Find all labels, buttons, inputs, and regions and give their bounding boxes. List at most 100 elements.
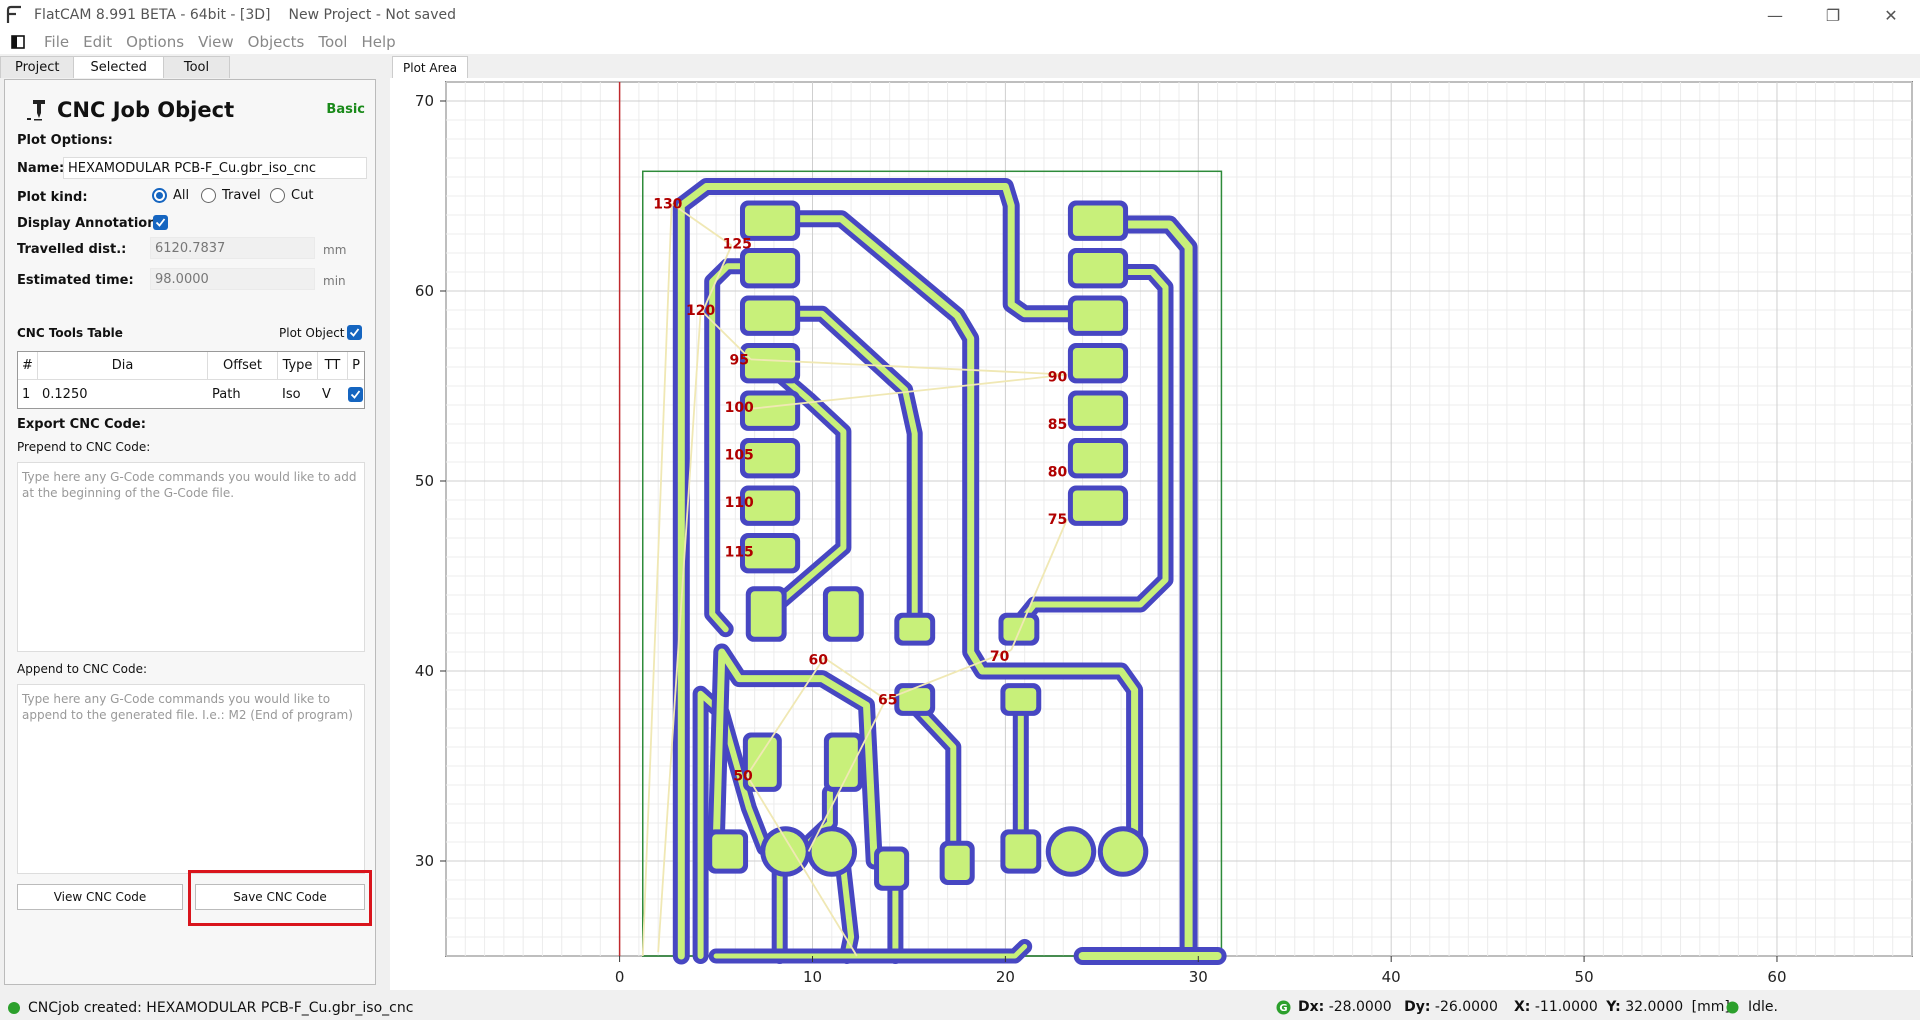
cell-dia: 0.1250 [42, 386, 88, 402]
major-grid [446, 82, 1912, 956]
x-tick-label: 50 [1575, 968, 1594, 986]
radio-unchecked-icon [201, 188, 216, 203]
tab-project[interactable]: Project [0, 56, 75, 78]
highlight-box [188, 870, 372, 926]
pad-copper [744, 395, 796, 426]
travel-move [746, 657, 825, 776]
col-header-p[interactable]: P [348, 352, 364, 380]
tab-tool[interactable]: Tool [162, 56, 231, 78]
pad-copper [712, 834, 744, 869]
travel-move [1010, 518, 1068, 651]
export-label: Export CNC Code: [17, 417, 146, 432]
check-icon [350, 390, 361, 399]
round-pad-copper [765, 831, 806, 872]
menu-options[interactable]: Options [126, 33, 185, 51]
round-pad-copper [811, 831, 853, 872]
x-value: -11.0000 [1534, 999, 1598, 1015]
path-annotation: 60 [809, 653, 829, 669]
panel-toggle-icon[interactable] [6, 30, 30, 54]
path-annotation: 100 [725, 400, 754, 416]
pad-copper [750, 591, 782, 637]
pad-copper [744, 205, 796, 236]
prepend-textarea[interactable]: Type here any G-Code commands you would … [17, 462, 365, 652]
x-tick-label: 60 [1767, 968, 1786, 986]
pad-copper [899, 688, 931, 711]
estimated-field: 98.0000 [150, 268, 315, 290]
cnc-tools-table: # Dia Offset Type TT P 1 0.1250 Path Iso… [17, 351, 365, 409]
check-icon [155, 218, 166, 227]
name-field[interactable]: HEXAMODULAR PCB-F_Cu.gbr_iso_cnc [63, 157, 367, 179]
menu-tool[interactable]: Tool [318, 33, 348, 51]
pad-copper [747, 737, 777, 787]
travel-move [885, 649, 1012, 701]
menu-file[interactable]: File [44, 33, 70, 51]
path-annotation: 130 [653, 197, 682, 213]
travel-move [657, 311, 702, 953]
path-annotation: 95 [729, 352, 748, 368]
col-header-offset[interactable]: Offset [208, 352, 278, 380]
col-header-num[interactable]: # [18, 352, 38, 380]
plot-kind-all[interactable]: All [152, 188, 189, 203]
pad-copper [828, 737, 858, 787]
plot-kind-cut[interactable]: Cut [270, 188, 313, 203]
tools-table-label: CNC Tools Table [17, 326, 123, 340]
check-icon [349, 328, 360, 337]
menu-edit[interactable]: Edit [83, 33, 113, 51]
travelled-field: 6120.7837 [150, 237, 315, 259]
dy-label: Dy: [1404, 999, 1431, 1015]
plot-kind-travel[interactable]: Travel [201, 188, 261, 203]
pad-copper [1072, 205, 1124, 236]
path-annotation: 115 [725, 544, 754, 560]
tab-selected[interactable]: Selected [73, 56, 164, 78]
y-tick-label: 50 [415, 472, 434, 490]
menu-view[interactable]: View [198, 33, 234, 51]
view-cnc-code-button[interactable]: View CNC Code [17, 884, 183, 910]
name-label: Name: [17, 161, 65, 176]
col-header-tt[interactable]: TT [318, 352, 348, 380]
save-cnc-code-button[interactable]: Save CNC Code [195, 884, 365, 910]
path-annotation: 75 [1048, 512, 1067, 528]
round-pad-copper [1050, 831, 1092, 872]
travel-move [701, 245, 733, 313]
cell-offset: Path [212, 386, 241, 402]
x-tick-label: 20 [996, 968, 1015, 986]
x-label: X: [1514, 999, 1531, 1015]
close-icon[interactable]: ✕ [1884, 5, 1898, 25]
cell-num: 1 [22, 386, 31, 402]
plot-canvas[interactable]: 130125120951001051101159085807570606550 … [390, 78, 1920, 990]
title-bar: FlatCAM 8.991 BETA - 64bit - [3D] New Pr… [0, 0, 1920, 30]
travel-move [807, 699, 887, 852]
menu-help[interactable]: Help [361, 33, 396, 51]
pad-copper [1003, 617, 1035, 641]
col-header-dia[interactable]: Dia [38, 352, 208, 380]
left-tab-bar: Project Selected Tool [0, 56, 231, 78]
path-annotation: 90 [1048, 370, 1068, 386]
append-textarea[interactable]: Type here any G-Code commands you would … [17, 684, 365, 874]
menu-objects[interactable]: Objects [247, 33, 305, 51]
panel-header: CNC Job Object [25, 98, 234, 122]
minimize-icon[interactable]: — [1767, 5, 1783, 25]
menu-bar: File Edit Options View Objects Tool Help [0, 30, 1920, 54]
mode-label[interactable]: Basic [326, 102, 365, 117]
x-tick-label: 30 [1189, 968, 1208, 986]
cnc-job-icon [27, 100, 45, 121]
radio-unchecked-icon [270, 188, 285, 203]
x-tick-label: 40 [1382, 968, 1401, 986]
path-annotation: 110 [725, 495, 754, 511]
path-annotation: 85 [1048, 417, 1067, 433]
y-tick-label: 60 [415, 282, 434, 300]
grid-snap-icon[interactable]: G [1276, 1000, 1291, 1019]
path-annotation: 65 [878, 693, 897, 709]
plot-options-label: Plot Options: [17, 133, 113, 148]
plot-tool-checkbox[interactable] [348, 387, 363, 402]
x-tick-label: 10 [803, 968, 822, 986]
col-header-type[interactable]: Type [278, 352, 318, 380]
display-annotation-checkbox[interactable] [153, 215, 168, 230]
travel-move [746, 775, 858, 957]
tab-plot-area[interactable]: Plot Area [392, 56, 469, 78]
path-annotation: 50 [733, 769, 753, 785]
plot-object-checkbox[interactable] [347, 325, 362, 340]
restore-icon[interactable]: ❐ [1825, 5, 1841, 25]
travel-move [641, 203, 673, 957]
